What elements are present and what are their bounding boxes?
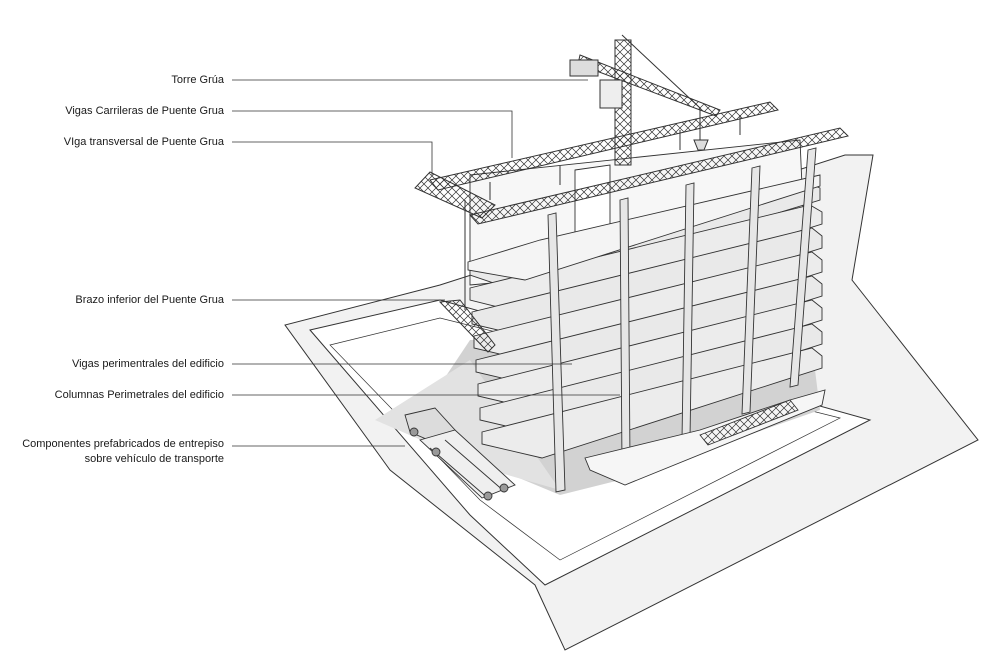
transport-vehicle [404, 407, 516, 501]
label-brazo-inferior: Brazo inferior del Puente Grua [75, 294, 224, 306]
label-viga-transversal: VIga transversal de Puente Grua [63, 136, 224, 148]
label-vigas-perimetrales: Vigas perimentrales del edificio [71, 358, 224, 370]
leader-lines [232, 79, 620, 447]
runway-beams [429, 101, 849, 225]
lower-crane-arm [438, 299, 496, 353]
label-componentes-line1: Componentes prefabricados de entrepiso [22, 438, 224, 450]
label-componentes-line2: sobre vehículo de transporte [84, 453, 224, 465]
label-vigas-carrileras: Vigas Carrileras de Puente Grua [65, 105, 224, 117]
label-torre-grua: Torre Grúa [171, 74, 224, 86]
label-columnas-perimetrales: Columnas Perimetrales del edificio [54, 389, 224, 401]
building-base [584, 389, 826, 486]
building-columns [547, 147, 817, 493]
transverse-beam [414, 171, 496, 310]
building-slabs [467, 139, 823, 459]
tower-crane [569, 34, 721, 166]
